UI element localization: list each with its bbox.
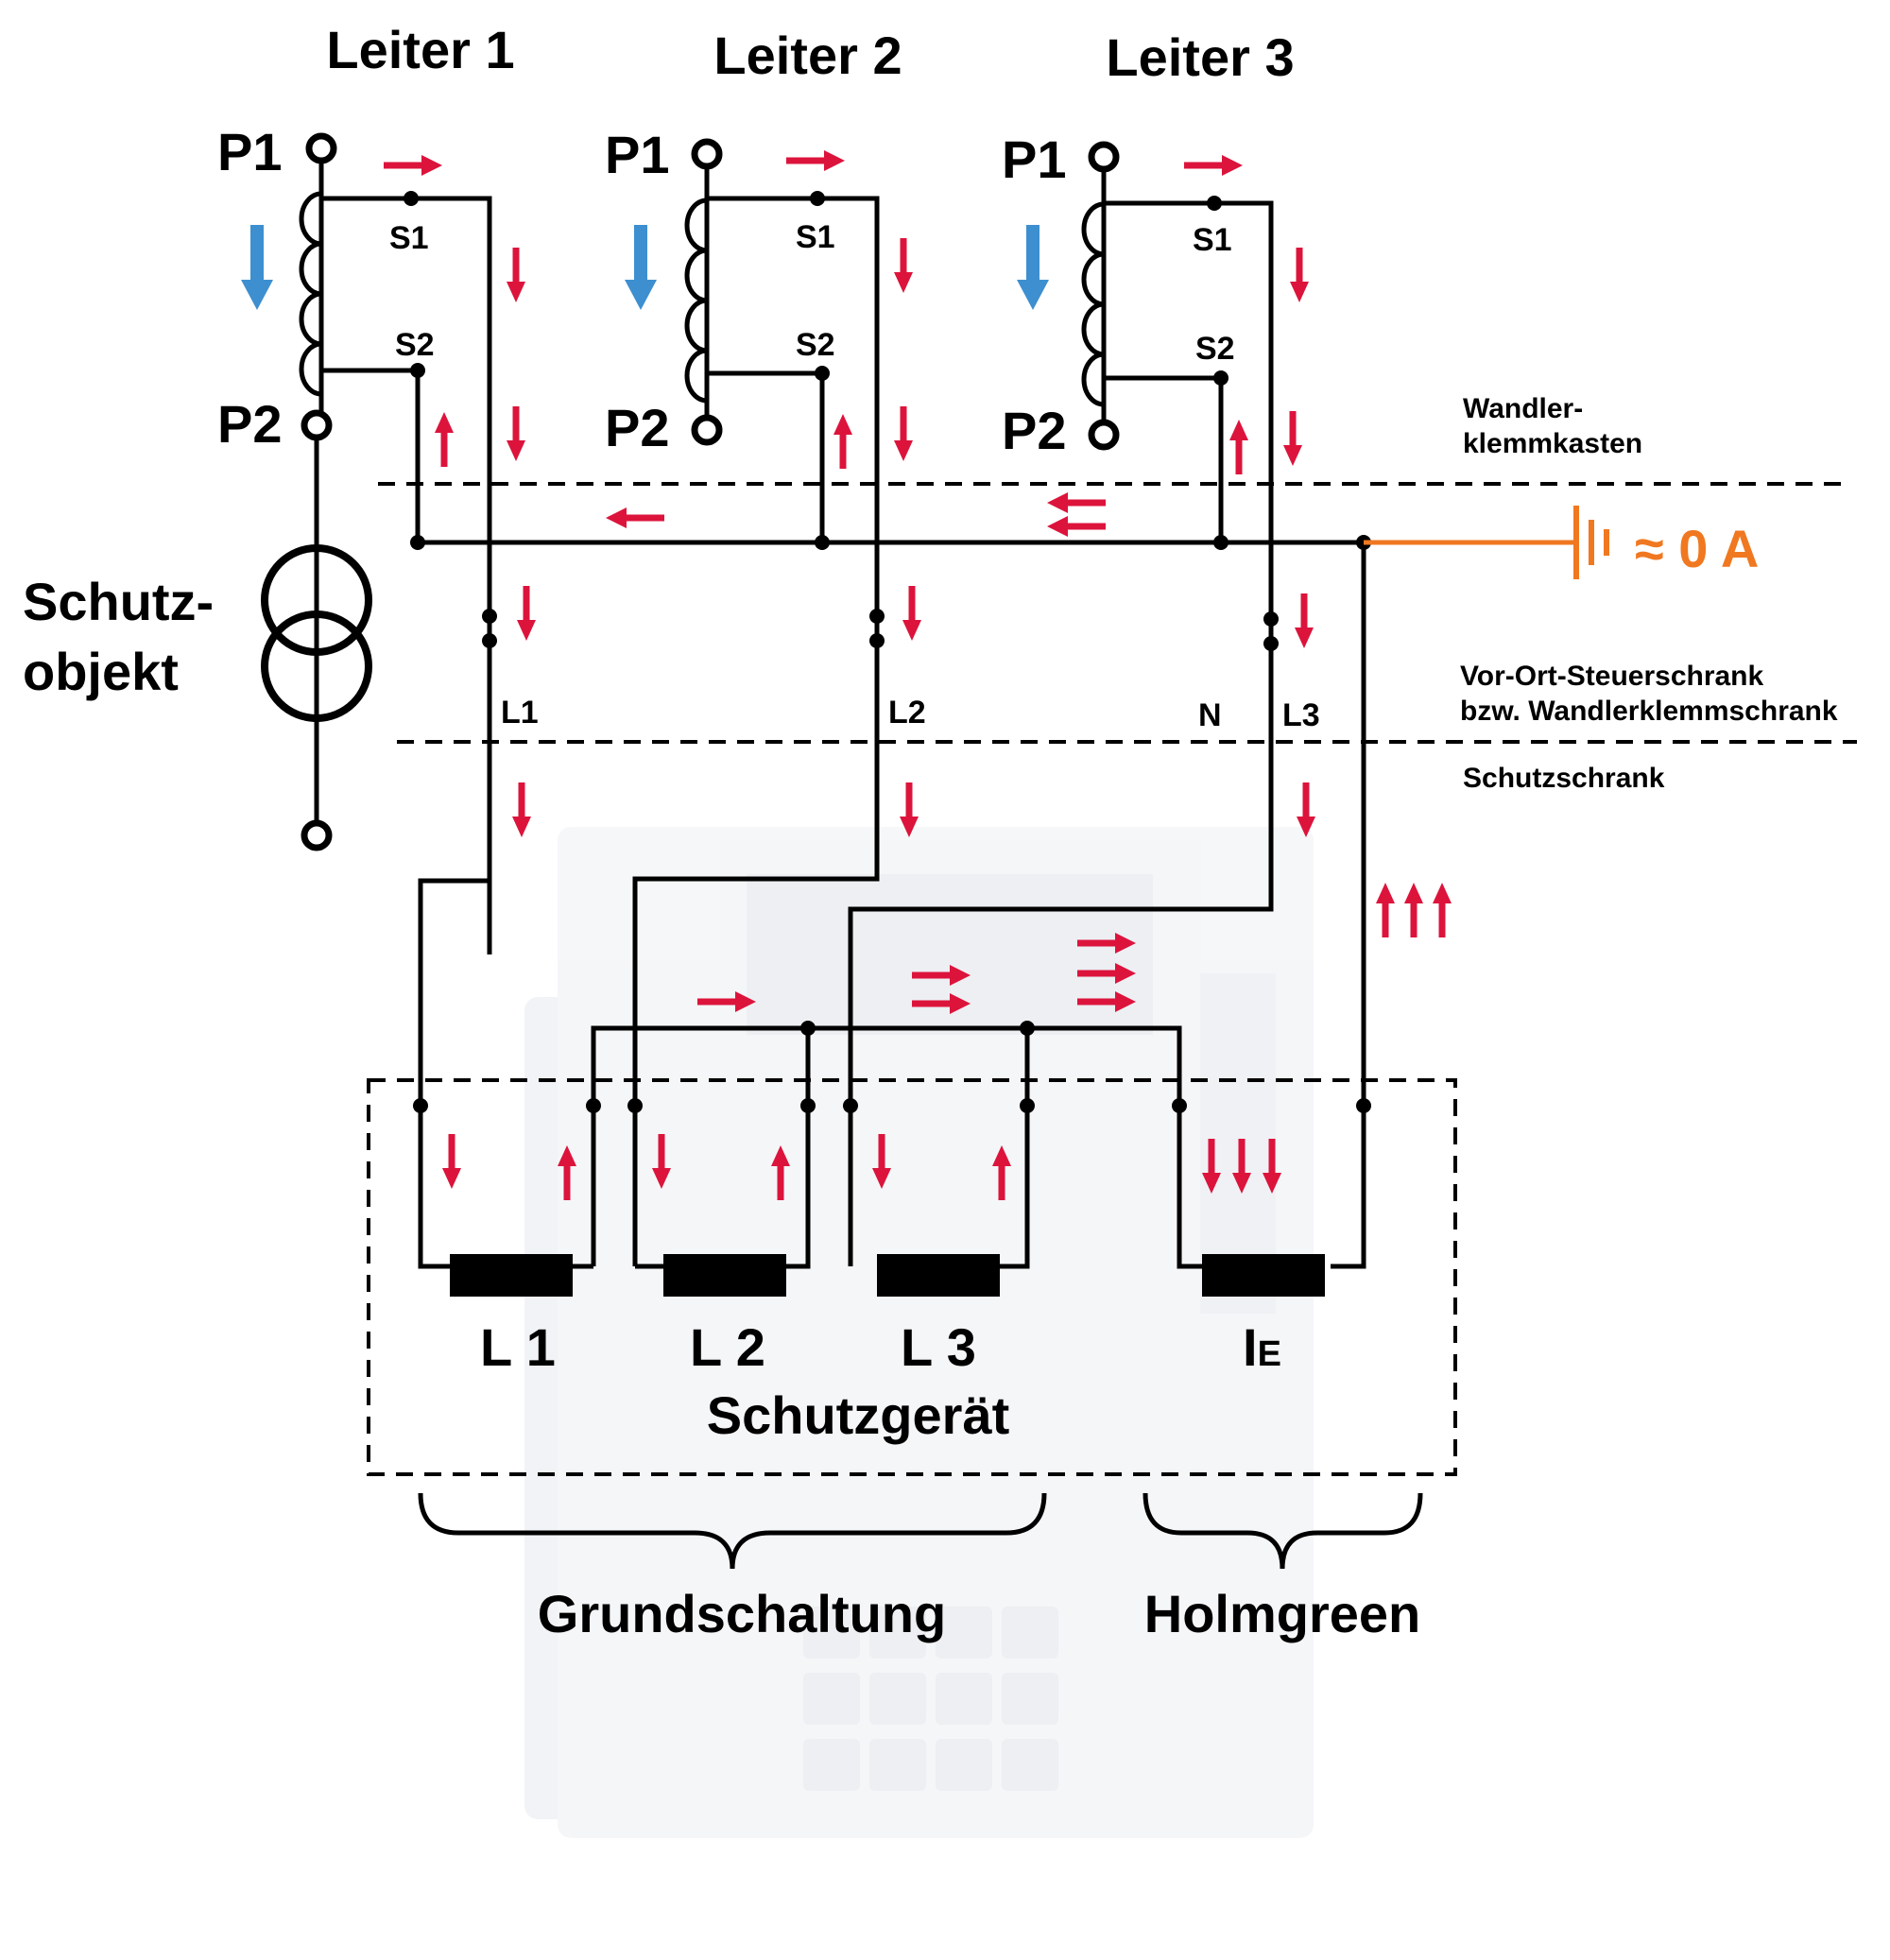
measuring-element-l2 (663, 1254, 786, 1297)
protected-object-label-1: Schutz- (23, 572, 214, 631)
s2-label-ct1: S2 (395, 327, 435, 363)
wire-label-l3: L3 (1282, 697, 1320, 733)
p1-label-ct3: P1 (1002, 129, 1067, 189)
input-label-l2: L 2 (690, 1317, 765, 1377)
terminal-p1-ct2 (691, 138, 723, 170)
terminal-p2-ct2 (691, 414, 723, 446)
brace-basic (418, 1492, 1047, 1570)
terminal-p1-ct3 (1088, 141, 1120, 173)
terminal-links (482, 609, 1279, 651)
wire-label-l1: L1 (501, 695, 539, 731)
device-name: Schutzgerät (707, 1385, 1010, 1445)
terminal-p2-ct1 (301, 409, 333, 441)
ie-main: I (1243, 1317, 1258, 1377)
earth-connection: ≈ 0 A (1364, 506, 1759, 579)
conductor-title-3: Leiter 3 (1106, 27, 1294, 87)
wire-label-n: N (1198, 697, 1222, 733)
p1-label-ct2: P1 (605, 125, 670, 184)
wire-label-l2: L2 (888, 695, 926, 731)
p2-label-ct3: P2 (1002, 401, 1067, 460)
zone-label-protection-cabinet: Schutzschrank (1463, 763, 1665, 794)
zone-label-local-cabinet-2: bzw. Wandlerklemmschrank (1460, 696, 1838, 727)
group-label-holmgreen: Holmgreen (1144, 1584, 1421, 1643)
input-label-l3: L 3 (901, 1317, 976, 1377)
measuring-element-l3 (877, 1254, 1000, 1297)
earth-current-label: ≈ 0 A (1635, 519, 1759, 578)
p2-label-ct2: P2 (605, 398, 670, 457)
measuring-element-ie (1202, 1254, 1325, 1297)
brace-holmgreen (1143, 1492, 1423, 1570)
current-transformer-3: P1 P2 S1 S2 (848, 129, 1274, 1266)
s1-label-ct1: S1 (389, 220, 429, 256)
ie-sub: E (1258, 1334, 1281, 1374)
terminal-p1-ct1 (305, 132, 337, 164)
zone-label-transformer-box-2: klemmkasten (1463, 428, 1642, 459)
neutral-star-point-bus (410, 535, 1371, 1269)
s1-label-ct2: S1 (796, 219, 835, 255)
current-transformer-1: P1 P2 S1 S2 (217, 122, 492, 954)
zone-label-transformer-box-1: Wandler- (1463, 393, 1583, 424)
terminal-p2-ct3 (1088, 419, 1120, 451)
p2-label-ct1: P2 (217, 394, 283, 454)
protection-device-box (367, 1078, 1457, 1476)
conductor-title-2: Leiter 2 (713, 26, 902, 85)
protected-object-label-2: objekt (23, 642, 179, 701)
p1-label-ct1: P1 (217, 122, 283, 181)
device-wiring (413, 878, 1371, 1269)
input-label-ie: IE (1243, 1317, 1281, 1377)
s1-label-ct3: S1 (1193, 222, 1232, 258)
conductor-title-1: Leiter 1 (326, 20, 514, 79)
terminal-bottom (301, 819, 333, 851)
group-label-basic: Grundschaltung (538, 1584, 946, 1643)
s2-label-ct3: S2 (1195, 331, 1235, 367)
zone-label-local-cabinet-1: Vor-Ort-Steuerschrank (1460, 661, 1764, 692)
current-transformer-2: P1 P2 S1 S2 (605, 125, 880, 1266)
measuring-element-l1 (450, 1254, 573, 1297)
protected-object-transformer: Schutz- objekt (23, 544, 372, 851)
s2-label-ct2: S2 (796, 327, 835, 363)
primary-current-arrows (241, 225, 1049, 310)
input-label-l1: L 1 (480, 1317, 556, 1377)
